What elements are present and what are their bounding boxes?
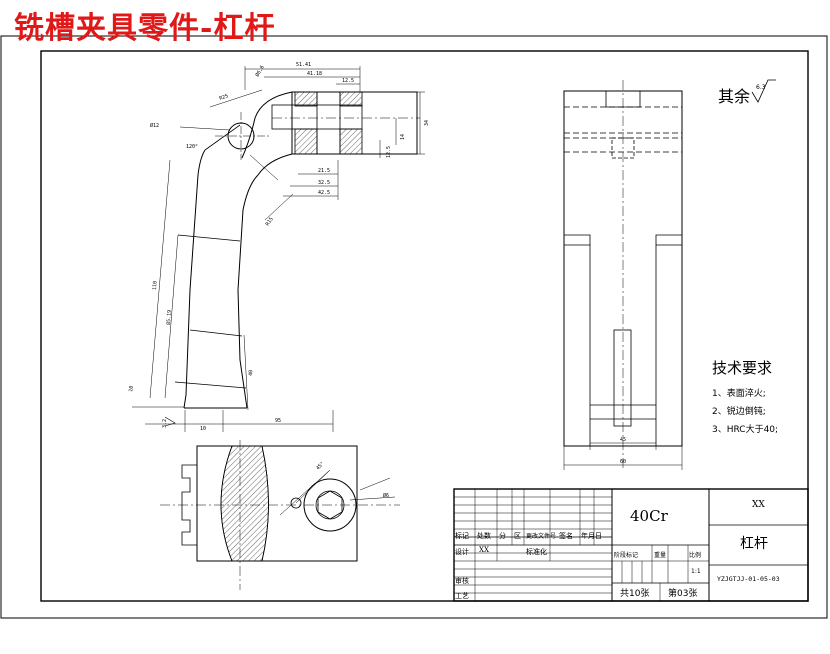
row-process: 工艺 — [455, 592, 469, 600]
roughness-value: 6.3 — [756, 84, 766, 91]
dim-arm-r: R15 — [265, 216, 275, 227]
dim-arm-len2: 85.19 — [166, 310, 173, 325]
material-label: 40Cr — [630, 507, 668, 525]
designer: XX — [479, 546, 489, 554]
dim-hole-rim: Ø6.6 — [254, 64, 266, 78]
col-sign: 签名 — [559, 532, 573, 540]
col-marker: 标记 — [455, 532, 469, 540]
side-view: 45 60 — [563, 80, 683, 470]
dim-plan-angle: 45° — [315, 461, 326, 472]
dim-height-a: 34 — [424, 120, 430, 126]
dim-side-total: 60 — [620, 459, 626, 465]
scale-mark: 1:1 — [691, 568, 701, 575]
dim-plan-dia: Ø6 — [383, 492, 389, 499]
dim-angle-top: 120° — [186, 144, 198, 150]
front-view: 51.41 41.18 12.5 Ø12 Ø6.6 R25 120° 34 14… — [128, 62, 430, 432]
plan-view: 45° Ø6 — [160, 440, 400, 590]
dim-seg: 40 — [248, 370, 254, 376]
sheet-total: 共10张 — [620, 589, 650, 599]
tech-req-item-3: 3、HRC大于40; — [712, 423, 778, 435]
weight-label: 重量 — [654, 552, 667, 559]
col-date: 年月日 — [581, 532, 602, 540]
dim-top-part: 41.18 — [307, 71, 322, 77]
dim-width-b: 32.5 — [318, 180, 330, 186]
part-name: 杠杆 — [740, 536, 768, 552]
org-label: XX — [752, 500, 765, 510]
col-zone: 分 — [499, 532, 506, 540]
inner-frame — [40, 50, 809, 602]
sheet-number: 第03张 — [668, 589, 698, 599]
ratio-label: 比例 — [689, 552, 702, 559]
dim-thick: 10 — [128, 385, 135, 392]
col-count: 处数 — [477, 532, 491, 540]
dim-height-b: 14 — [400, 134, 406, 140]
dim-arm-len: 110 — [152, 281, 158, 290]
dim-arc-r: R25 — [219, 93, 230, 102]
dim-width-a: 21.5 — [318, 168, 330, 174]
dim-side-w: 45 — [620, 437, 626, 443]
surface-note: 其余 — [718, 87, 750, 106]
dim-width-c: 42.5 — [318, 190, 330, 196]
roughness-symbol — [751, 79, 776, 103]
col-doc: 更改文件号 — [526, 533, 557, 540]
tech-req-title: 技术要求 — [712, 359, 772, 377]
title-block — [453, 488, 809, 602]
dim-top-total: 51.41 — [296, 62, 311, 68]
dim-base-w: 10 — [200, 426, 206, 432]
dim-bottom: 3.2 — [162, 419, 168, 428]
dim-height-c: 12.5 — [386, 146, 392, 158]
tech-req-item-1: 1、表面淬火; — [712, 387, 766, 399]
page-heading: 铣槽夹具零件-杠杆 — [14, 11, 276, 46]
row-design: 设计 — [455, 548, 469, 556]
dim-pin-dia: Ø12 — [150, 122, 159, 129]
drawing-number: YZJGTJJ-01-05-03 — [717, 575, 780, 583]
row-review: 审核 — [455, 577, 469, 585]
standardize: 标准化 — [526, 548, 547, 556]
dim-top-small: 12.5 — [342, 78, 354, 84]
dim-base-len: 95 — [275, 418, 281, 424]
stage-label: 阶段标记 — [614, 552, 639, 559]
tech-req-item-2: 2、锐边倒钝; — [712, 405, 766, 417]
col-area: 区 — [514, 532, 521, 540]
outer-frame — [0, 35, 828, 619]
